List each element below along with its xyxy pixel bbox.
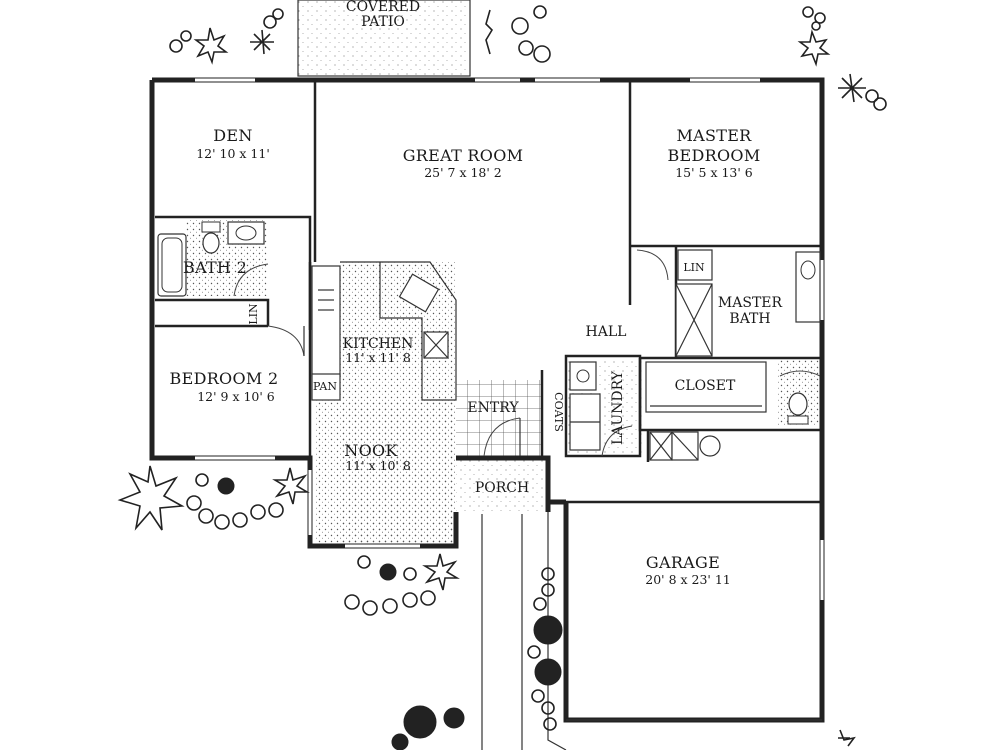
great-room-size: 25' 7 x 18' 2 <box>424 165 502 180</box>
kitchen-size: 11' x 11' 8 <box>345 350 411 365</box>
laundry-label: LAUNDRY <box>610 370 626 445</box>
lin-master-label: LIN <box>683 261 705 274</box>
den-label: DEN <box>213 126 252 145</box>
hall-label: HALL <box>586 324 627 340</box>
porch-floor <box>456 458 548 514</box>
garage-utilities <box>649 431 721 461</box>
bedroom2-label: BEDROOM 2 <box>170 369 279 388</box>
kitchen-label: KITCHEN <box>343 336 414 352</box>
den-size: 12' 10 x 11' <box>196 146 270 161</box>
closet-shelving <box>645 361 767 413</box>
closet-label: CLOSET <box>675 378 736 394</box>
room-labels: COVERED PATIO DEN 12' 10 x 11' GREAT ROO… <box>170 0 783 587</box>
pan-label: PAN <box>313 380 337 393</box>
master-bedroom-label-line1: MASTER <box>676 126 752 145</box>
bath2-label: BATH 2 <box>183 258 247 277</box>
master-bedroom-size: 15' 5 x 13' 6 <box>675 165 753 180</box>
landscaping <box>117 5 887 750</box>
lin-left-label: LIN <box>247 303 260 325</box>
covered-patio-label-line1: COVERED <box>346 0 420 15</box>
covered-patio-label-line2: PATIO <box>361 14 405 30</box>
master-bath-fixtures <box>675 249 821 425</box>
garage-size: 20' 8 x 23' 11 <box>645 572 731 587</box>
nook-label: NOOK <box>344 441 398 460</box>
kitchen-counters <box>311 261 457 401</box>
porch-label: PORCH <box>475 480 529 496</box>
entry-floor <box>456 380 542 456</box>
interior-walls <box>155 80 822 504</box>
nook-floor <box>315 400 455 545</box>
garage-label: GARAGE <box>646 553 720 572</box>
master-bedroom-label-line2: BEDROOM <box>667 146 760 165</box>
coats-label: COATS <box>552 392 565 432</box>
door-swings <box>233 249 821 457</box>
bedroom2-size: 12' 9 x 10' 6 <box>197 389 275 404</box>
master-bath-label-line2: BATH <box>729 311 770 327</box>
bath2-fixtures <box>157 221 265 297</box>
master-bath-label-line1: MASTER <box>718 295 783 311</box>
great-room-label: GREAT ROOM <box>403 146 524 165</box>
nook-size: 11' x 10' 8 <box>345 458 411 473</box>
covered-patio-area <box>297 0 471 77</box>
driveway <box>481 512 822 750</box>
entry-label: ENTRY <box>467 400 519 416</box>
laundry-appliances <box>569 361 601 451</box>
